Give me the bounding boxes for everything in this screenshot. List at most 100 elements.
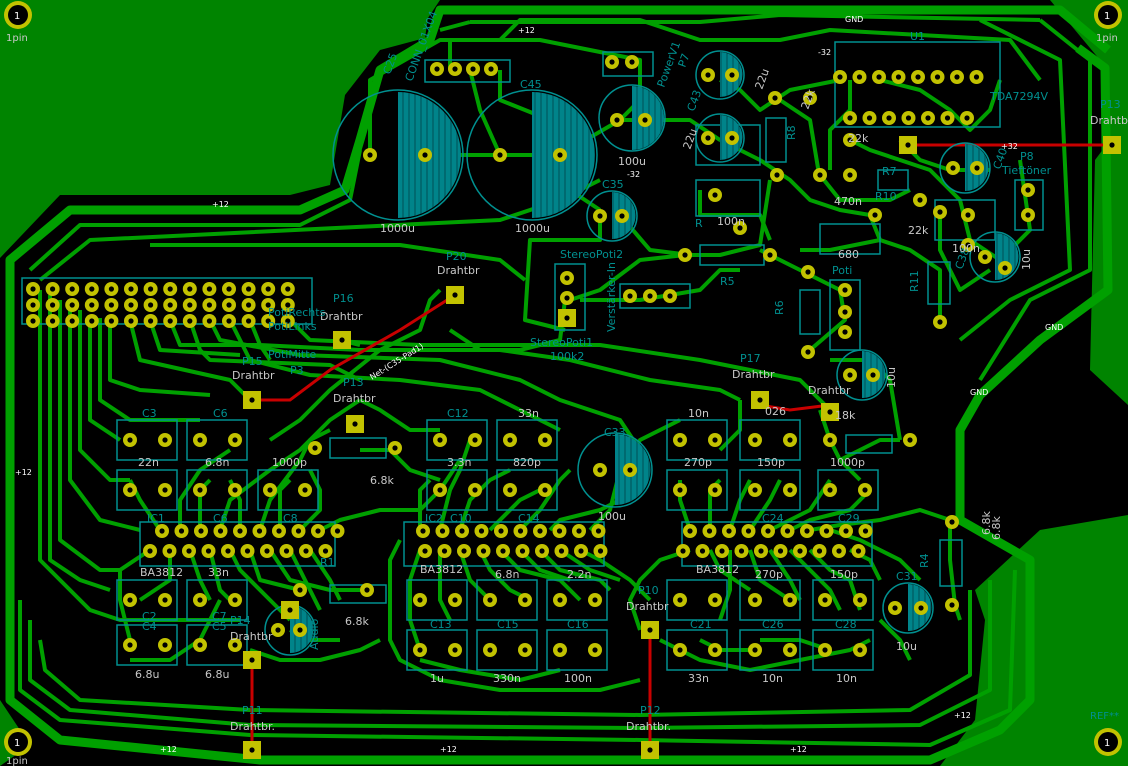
component-label: 270p bbox=[755, 568, 783, 581]
component-label: R8 bbox=[785, 125, 798, 140]
component-label: C16 bbox=[567, 618, 589, 631]
component-label: C5 bbox=[212, 620, 227, 633]
pad bbox=[503, 433, 517, 447]
pad bbox=[437, 544, 452, 558]
component-label: C7 bbox=[212, 610, 227, 623]
pad bbox=[228, 593, 242, 607]
pad bbox=[832, 544, 846, 558]
component-label: C25 bbox=[381, 51, 401, 76]
pad bbox=[241, 282, 256, 296]
pad bbox=[333, 331, 351, 349]
pad bbox=[702, 524, 717, 538]
pad bbox=[515, 544, 530, 558]
pad bbox=[318, 544, 333, 558]
component-label: 22n bbox=[138, 456, 159, 469]
pad bbox=[279, 544, 294, 558]
pad bbox=[182, 544, 196, 558]
pad bbox=[838, 305, 852, 319]
net-p32-right: +32 bbox=[1001, 142, 1018, 151]
component-label: C14 bbox=[518, 512, 540, 525]
pad bbox=[839, 524, 853, 538]
component-label: PotiMitte bbox=[268, 348, 317, 361]
pad bbox=[560, 271, 574, 285]
pad bbox=[950, 70, 964, 84]
corner-tr-num: 1 bbox=[1104, 11, 1110, 22]
component-label: 100k2 bbox=[550, 350, 584, 363]
mounting-holes bbox=[4, 1, 1122, 756]
pad bbox=[673, 643, 687, 657]
pad bbox=[418, 544, 432, 558]
pad bbox=[182, 282, 197, 296]
pad bbox=[921, 111, 935, 125]
component-label: PotiRechts bbox=[268, 306, 326, 319]
pad bbox=[591, 524, 606, 538]
component-label: 1000p bbox=[830, 456, 865, 469]
component-label: P15 bbox=[242, 355, 263, 368]
component-label: BA3812 bbox=[696, 563, 739, 576]
component-label: P20 bbox=[446, 250, 467, 263]
pad bbox=[638, 113, 652, 127]
pad bbox=[593, 544, 608, 558]
component-label: P17 bbox=[740, 352, 761, 365]
component-label: R11 bbox=[908, 270, 921, 292]
pad bbox=[143, 314, 158, 328]
component-label: 10u bbox=[896, 640, 917, 653]
pad bbox=[553, 643, 567, 657]
pad bbox=[625, 55, 639, 69]
pad bbox=[946, 161, 960, 175]
pad bbox=[623, 463, 637, 477]
component-label: P7 bbox=[676, 52, 693, 69]
pad bbox=[803, 91, 817, 105]
component-label: C6 bbox=[213, 512, 228, 525]
pad bbox=[701, 131, 715, 145]
component-label: 470n bbox=[834, 195, 862, 208]
pad bbox=[903, 433, 917, 447]
corner-br-label: REF** bbox=[1090, 711, 1119, 722]
component-label: Drahtbr bbox=[626, 600, 669, 613]
component-label: Verstärker-In bbox=[605, 262, 618, 332]
pad bbox=[998, 261, 1012, 275]
pad bbox=[538, 483, 552, 497]
pad bbox=[663, 289, 677, 303]
pad bbox=[899, 136, 917, 154]
capacitor-boxes bbox=[116, 419, 879, 671]
pad bbox=[780, 524, 795, 538]
pad bbox=[202, 282, 217, 296]
component-label: Tieftöner bbox=[1001, 164, 1052, 177]
component-label: C28 bbox=[835, 618, 857, 631]
component-label: Audio bbox=[308, 618, 321, 650]
pad bbox=[493, 148, 507, 162]
pad bbox=[213, 524, 228, 538]
pad bbox=[513, 524, 528, 538]
component-label: 150p bbox=[757, 456, 785, 469]
pad bbox=[182, 298, 197, 312]
component-label: IC1 bbox=[147, 512, 165, 525]
pad bbox=[593, 463, 607, 477]
corner-tl-label: 1pin bbox=[6, 33, 28, 44]
pad bbox=[84, 282, 99, 296]
pad bbox=[182, 314, 197, 328]
component-label: TDA7294V bbox=[989, 90, 1049, 103]
pad bbox=[174, 524, 189, 538]
pad bbox=[552, 524, 567, 538]
pad bbox=[641, 621, 659, 639]
pad bbox=[222, 282, 236, 296]
pad bbox=[123, 433, 137, 447]
pad bbox=[45, 298, 60, 312]
pad bbox=[643, 289, 657, 303]
pad bbox=[193, 433, 207, 447]
pad bbox=[299, 544, 313, 558]
pad bbox=[413, 643, 427, 657]
component-label: C33 bbox=[604, 426, 626, 439]
pad bbox=[228, 483, 242, 497]
component-label: 6.8u bbox=[135, 668, 159, 681]
pad bbox=[298, 483, 312, 497]
pad bbox=[466, 62, 480, 76]
pad bbox=[823, 433, 837, 447]
component-label: Drahtbr bbox=[1090, 114, 1128, 127]
pad bbox=[330, 524, 345, 538]
pad bbox=[588, 643, 602, 657]
component-label: P8 bbox=[1020, 150, 1034, 163]
pad bbox=[701, 68, 715, 82]
